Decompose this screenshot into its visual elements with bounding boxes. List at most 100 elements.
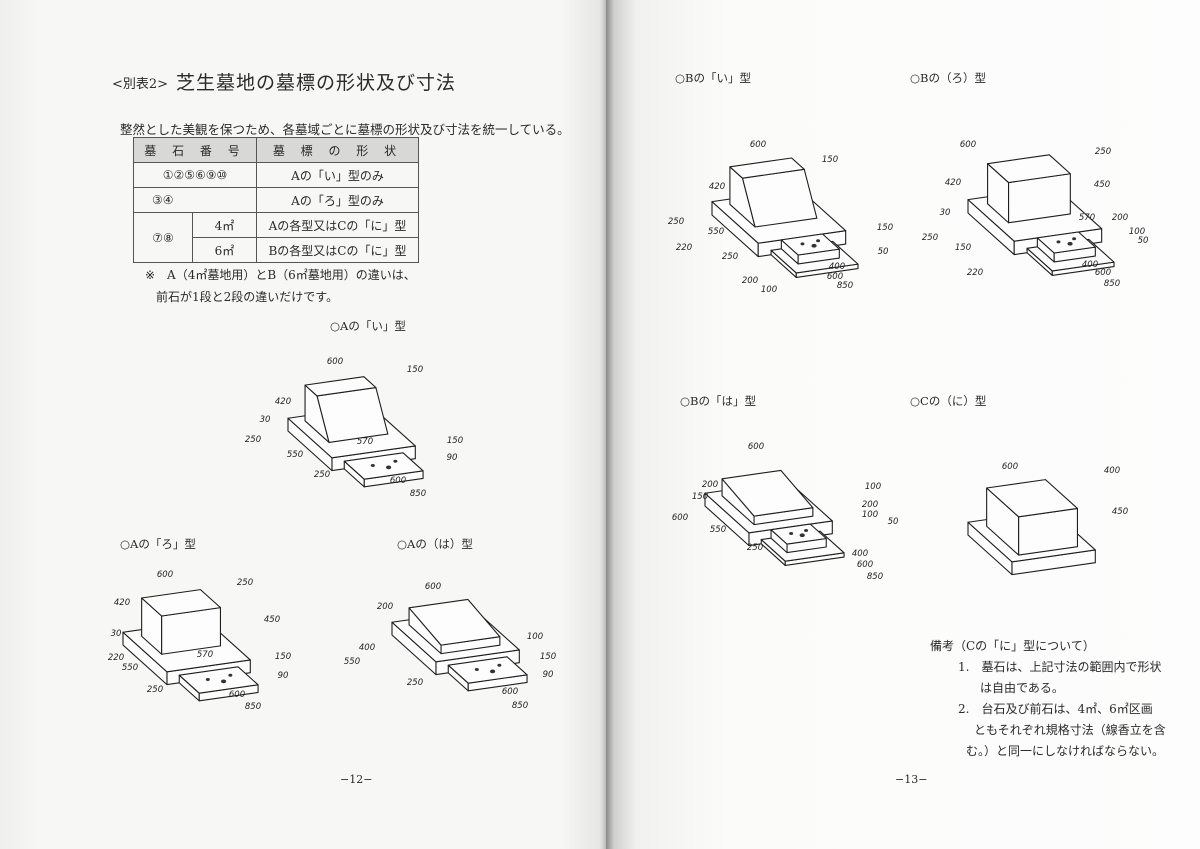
- dimension-label: 220: [675, 243, 693, 253]
- dimension-label: 850: [1103, 279, 1121, 289]
- header-stone-number: 墓 石 番 号: [133, 137, 257, 163]
- dimension-label: 50: [877, 247, 889, 257]
- stone-top-face: [408, 598, 501, 646]
- dimension-label: 250: [146, 685, 164, 695]
- table-header-row: 墓 石 番 号 墓 標 の 形 状: [133, 137, 419, 163]
- dimension-label: 600: [424, 582, 442, 592]
- stone-top-face: [721, 469, 814, 517]
- figure-caption: ○Bの「い」型: [675, 71, 751, 85]
- dimension-label: 400: [1081, 260, 1099, 270]
- page-title: 芝生墓地の墓標の形状及び寸法: [176, 72, 457, 94]
- dimension-label: 400: [851, 549, 869, 559]
- incense-hole-icon: [1072, 237, 1077, 241]
- dimension-label: 90: [446, 453, 458, 463]
- dimension-label: 600: [747, 442, 765, 452]
- page-number: −12−: [340, 773, 373, 786]
- dimension-label: 250: [721, 252, 739, 262]
- dimension-label: 90: [542, 670, 554, 680]
- incense-hole-icon: [370, 463, 375, 467]
- dimension-label: 600: [389, 476, 407, 486]
- dimension-label: 420: [113, 598, 131, 608]
- dimension-label: 150: [446, 436, 464, 446]
- dimension-label: 150: [274, 652, 292, 662]
- dimension-label: 50: [887, 517, 899, 527]
- incense-hole-icon: [811, 243, 817, 248]
- dimension-label: 250: [236, 578, 254, 588]
- incense-hole-icon: [816, 239, 821, 243]
- dimension-label: 400: [1103, 466, 1121, 476]
- dimension-label: 550: [707, 227, 725, 237]
- dimension-label: 50: [1137, 236, 1149, 246]
- dimension-label: 100: [526, 632, 544, 642]
- stone-top-face: [304, 376, 377, 397]
- dimension-label: 600: [671, 513, 689, 523]
- note-line-1: ※ A（4㎡墓地用）とB（6㎡墓地用）の違いは、: [145, 268, 416, 282]
- upper-step-top-face: [770, 523, 827, 545]
- remark-line: 2. 台石及び前石は、4㎡、6㎡区画: [958, 702, 1153, 716]
- incense-hole-icon: [497, 663, 502, 667]
- dimension-label: 150: [821, 155, 839, 165]
- dimension-label: 450: [1093, 180, 1111, 190]
- dimension-label: 100: [760, 285, 778, 295]
- figure-caption: ○Aの「ろ」型: [120, 537, 196, 551]
- dimension-label: 100: [864, 482, 882, 492]
- dimension-label: 90: [277, 671, 289, 681]
- dimension-label: 570: [1078, 213, 1096, 223]
- dimension-label: 30: [939, 208, 951, 218]
- dimension-label: 850: [511, 701, 529, 711]
- dimension-label: 550: [343, 657, 361, 667]
- dimension-label: 200: [376, 602, 394, 612]
- dimension-label: 600: [826, 272, 844, 282]
- remarks-title: 備考（Cの「に」型について）: [930, 639, 1095, 653]
- cell-shape: Aの「い」型のみ: [256, 162, 419, 188]
- dimension-label: 850: [409, 489, 427, 499]
- dimension-label: 600: [156, 570, 174, 580]
- dimension-label: 250: [746, 543, 764, 553]
- front-stone-top-face: [447, 656, 528, 684]
- dimension-label: 550: [121, 663, 139, 673]
- dimension-label: 250: [667, 217, 685, 227]
- dimension-label: 550: [286, 450, 304, 460]
- dimension-label: 850: [866, 572, 884, 582]
- incense-hole-icon: [799, 533, 805, 538]
- dimension-label: 600: [1094, 268, 1112, 278]
- incense-hole-icon: [220, 679, 227, 684]
- front-stone-top-face: [178, 666, 259, 694]
- figure-caption: ○Cの（に）型: [910, 394, 987, 408]
- dimension-label: 100: [861, 510, 879, 520]
- incense-hole-icon: [393, 459, 398, 463]
- dimension-label: 400: [828, 262, 846, 272]
- dimension-label: 600: [749, 140, 767, 150]
- figure-a-ha: [391, 598, 528, 692]
- stone-front-face: [316, 386, 389, 443]
- title-tag: <別表2>: [112, 77, 169, 92]
- dimension-label: 600: [856, 560, 874, 570]
- dimension-label: 30: [259, 415, 271, 425]
- dimension-label: 220: [107, 653, 125, 663]
- dimension-label: 200: [861, 500, 879, 510]
- dimension-label: 250: [313, 470, 331, 480]
- remark-line: 1. 墓石は、上記寸法の範囲内で形状: [958, 660, 1162, 674]
- intro-text: 整然とした美観を保つため、各墓域ごとに墓標の形状及び寸法を統一している。: [120, 122, 570, 137]
- header-shape: 墓 標 の 形 状: [256, 137, 419, 163]
- dimension-label: 550: [709, 525, 727, 535]
- figure-caption: ○Aの（は）型: [397, 537, 473, 551]
- dimension-label: 570: [356, 437, 374, 447]
- upper-step-top-face: [780, 233, 840, 256]
- dimension-label: 850: [244, 702, 262, 712]
- incense-hole-icon: [1056, 240, 1061, 244]
- note-line-2: 前石が1段と2段の違いだけです。: [156, 290, 339, 304]
- dimension-label: 100: [1128, 227, 1146, 237]
- cell-area: 6㎡: [192, 237, 257, 263]
- dimension-label: 420: [944, 178, 962, 188]
- table-row: ①②⑤⑥⑨⑩ Aの「い」型のみ: [133, 162, 419, 188]
- incense-hole-icon: [1067, 241, 1073, 246]
- incense-hole-icon: [804, 529, 809, 533]
- dimension-label: 250: [244, 435, 262, 445]
- incense-hole-icon: [789, 532, 794, 535]
- dimension-label: 600: [501, 687, 519, 697]
- dimension-label: 200: [701, 480, 719, 490]
- right-page: 備考（Cの「に」型について） 1. 墓石は、上記寸法の範囲内で形状 は自由である…: [606, 0, 1200, 849]
- figure-b-i: [711, 157, 859, 278]
